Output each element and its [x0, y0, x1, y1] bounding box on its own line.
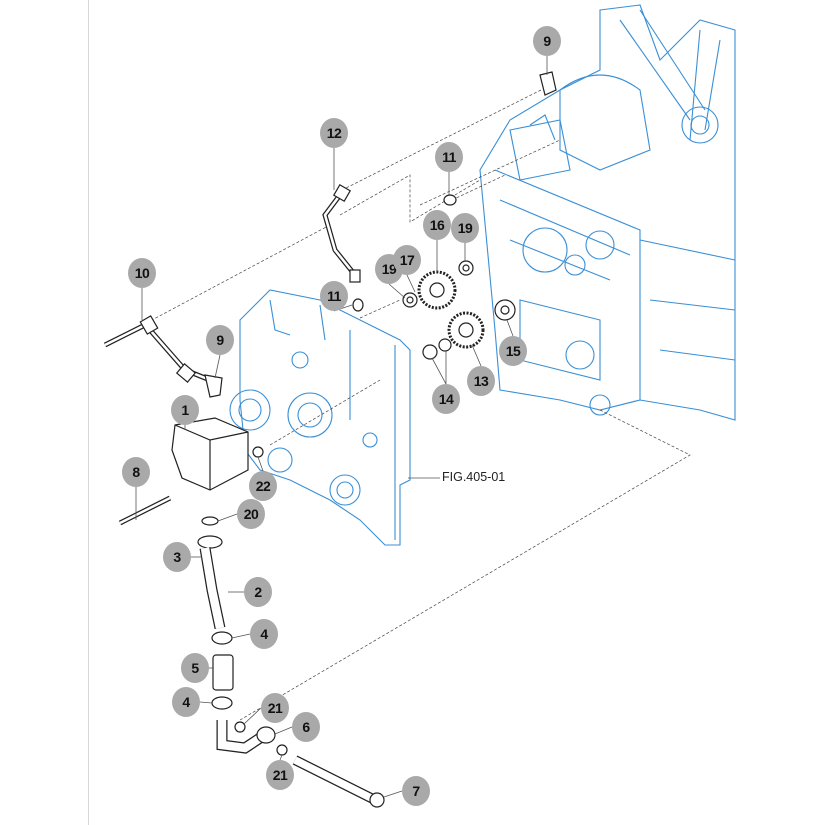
washer-21b [276, 744, 288, 756]
callout-part-21[interactable]: 21 [261, 693, 289, 723]
callout-part-14[interactable]: 14 [432, 384, 460, 414]
washer-21a [234, 721, 246, 733]
bearing-14a [422, 344, 438, 360]
component-parts [103, 71, 557, 808]
fitting-9-top [539, 71, 557, 96]
callout-part-21[interactable]: 21 [266, 760, 294, 790]
assembly-guide-lines [151, 89, 691, 721]
callout-part-11[interactable]: 11 [435, 142, 463, 172]
callout-part-9[interactable]: 9 [533, 26, 561, 56]
callout-part-2[interactable]: 2 [244, 577, 272, 607]
front-cover [229, 289, 411, 546]
fitting-9-mid [204, 374, 223, 398]
callout-part-4[interactable]: 4 [250, 619, 278, 649]
callout-part-17[interactable]: 17 [393, 245, 421, 275]
callout-part-3[interactable]: 3 [163, 542, 191, 572]
plug-11-top [443, 194, 457, 206]
callout-part-20[interactable]: 20 [237, 499, 265, 529]
callout-part-19[interactable]: 19 [451, 213, 479, 243]
clamp-4b [211, 696, 233, 710]
callout-part-9[interactable]: 9 [206, 325, 234, 355]
figure-reference-link[interactable]: FIG.405-01 [442, 470, 506, 484]
callout-part-4[interactable]: 4 [172, 687, 200, 717]
oring-20 [201, 516, 219, 526]
sleeve-5 [212, 654, 234, 691]
callout-part-11[interactable]: 11 [320, 281, 348, 311]
callout-part-7[interactable]: 7 [402, 776, 430, 806]
callout-part-13[interactable]: 13 [467, 366, 495, 396]
callout-part-8[interactable]: 8 [122, 457, 150, 487]
clamp-4a [211, 631, 233, 645]
page-frame [88, 0, 749, 825]
callout-part-15[interactable]: 15 [499, 336, 527, 366]
callout-leader-lines [135, 56, 548, 798]
callout-part-6[interactable]: 6 [292, 712, 320, 742]
callout-part-10[interactable]: 10 [128, 258, 156, 288]
callout-part-16[interactable]: 16 [423, 210, 451, 240]
callout-part-12[interactable]: 12 [320, 118, 348, 148]
callout-part-22[interactable]: 22 [249, 471, 277, 501]
callout-part-1[interactable]: 1 [171, 395, 199, 425]
callout-part-5[interactable]: 5 [181, 653, 209, 683]
plug-11-mid [352, 298, 364, 312]
